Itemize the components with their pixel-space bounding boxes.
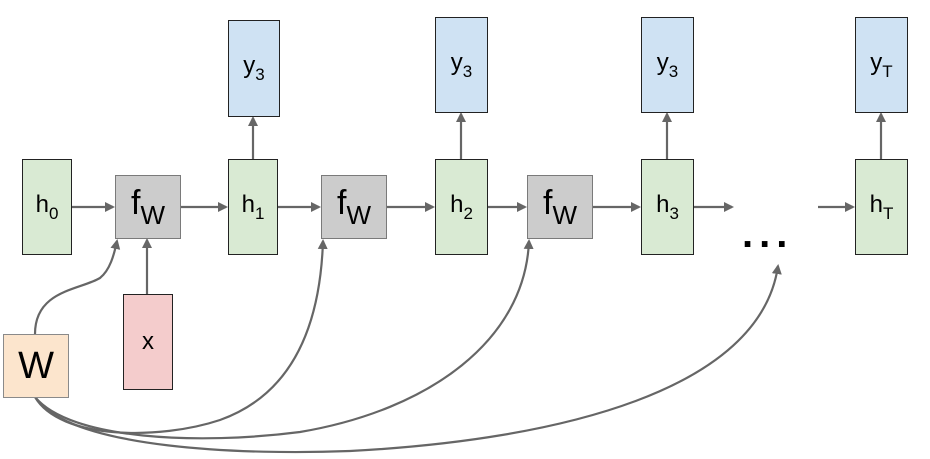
function-subscript: W xyxy=(140,200,165,230)
function-fw-1: fW xyxy=(115,175,181,239)
arrow-w-to-fw2 xyxy=(34,239,328,435)
function-fw-3: fW xyxy=(527,175,593,239)
output-y-T: yT xyxy=(855,17,908,113)
function-label: f xyxy=(337,184,347,222)
output-y-3: y3 xyxy=(641,17,694,113)
function-subscript: W xyxy=(552,200,577,230)
weights-label: W xyxy=(18,344,54,387)
hidden-state-h3: h3 xyxy=(641,159,694,255)
hidden-state-h2: h2 xyxy=(435,159,488,255)
output-y-1: y3 xyxy=(228,20,280,117)
function-fw-2: fW xyxy=(321,175,387,239)
hidden-state-subscript: 1 xyxy=(254,203,265,223)
hidden-state-hT: hT xyxy=(855,159,908,255)
output-label: y xyxy=(656,48,669,76)
ellipsis: ... xyxy=(742,212,794,256)
function-label: f xyxy=(543,184,553,222)
output-label: y xyxy=(450,48,463,76)
function-label: f xyxy=(131,184,141,222)
output-subscript: 3 xyxy=(462,61,473,81)
hidden-state-label: h xyxy=(656,190,670,218)
hidden-state-subscript: 3 xyxy=(669,203,679,223)
arrow-w-to-fw1 xyxy=(33,239,121,335)
arrow-w-to-ellipsis xyxy=(34,264,782,454)
hidden-state-h1: h1 xyxy=(228,159,278,255)
input-label: x xyxy=(142,328,154,355)
hidden-state-label: h xyxy=(241,190,255,218)
hidden-state-label: h xyxy=(35,190,49,218)
arrow-w-to-fw3 xyxy=(34,239,534,440)
hidden-state-subscript: 2 xyxy=(463,203,473,223)
hidden-state-subscript: 0 xyxy=(48,203,59,223)
hidden-state-label: h xyxy=(450,190,464,218)
hidden-state-subscript: T xyxy=(882,203,894,223)
hidden-state-h0: h0 xyxy=(22,159,72,255)
function-subscript: W xyxy=(346,200,371,230)
hidden-state-label: h xyxy=(869,190,883,218)
output-label: y xyxy=(870,48,883,76)
output-subscript: 3 xyxy=(255,65,265,84)
weights-w: W xyxy=(3,334,69,398)
input-x: x xyxy=(123,294,173,390)
output-subscript: 3 xyxy=(668,61,679,81)
output-y-2: y3 xyxy=(435,17,488,113)
output-subscript: T xyxy=(882,61,893,81)
output-label: y xyxy=(243,52,256,79)
